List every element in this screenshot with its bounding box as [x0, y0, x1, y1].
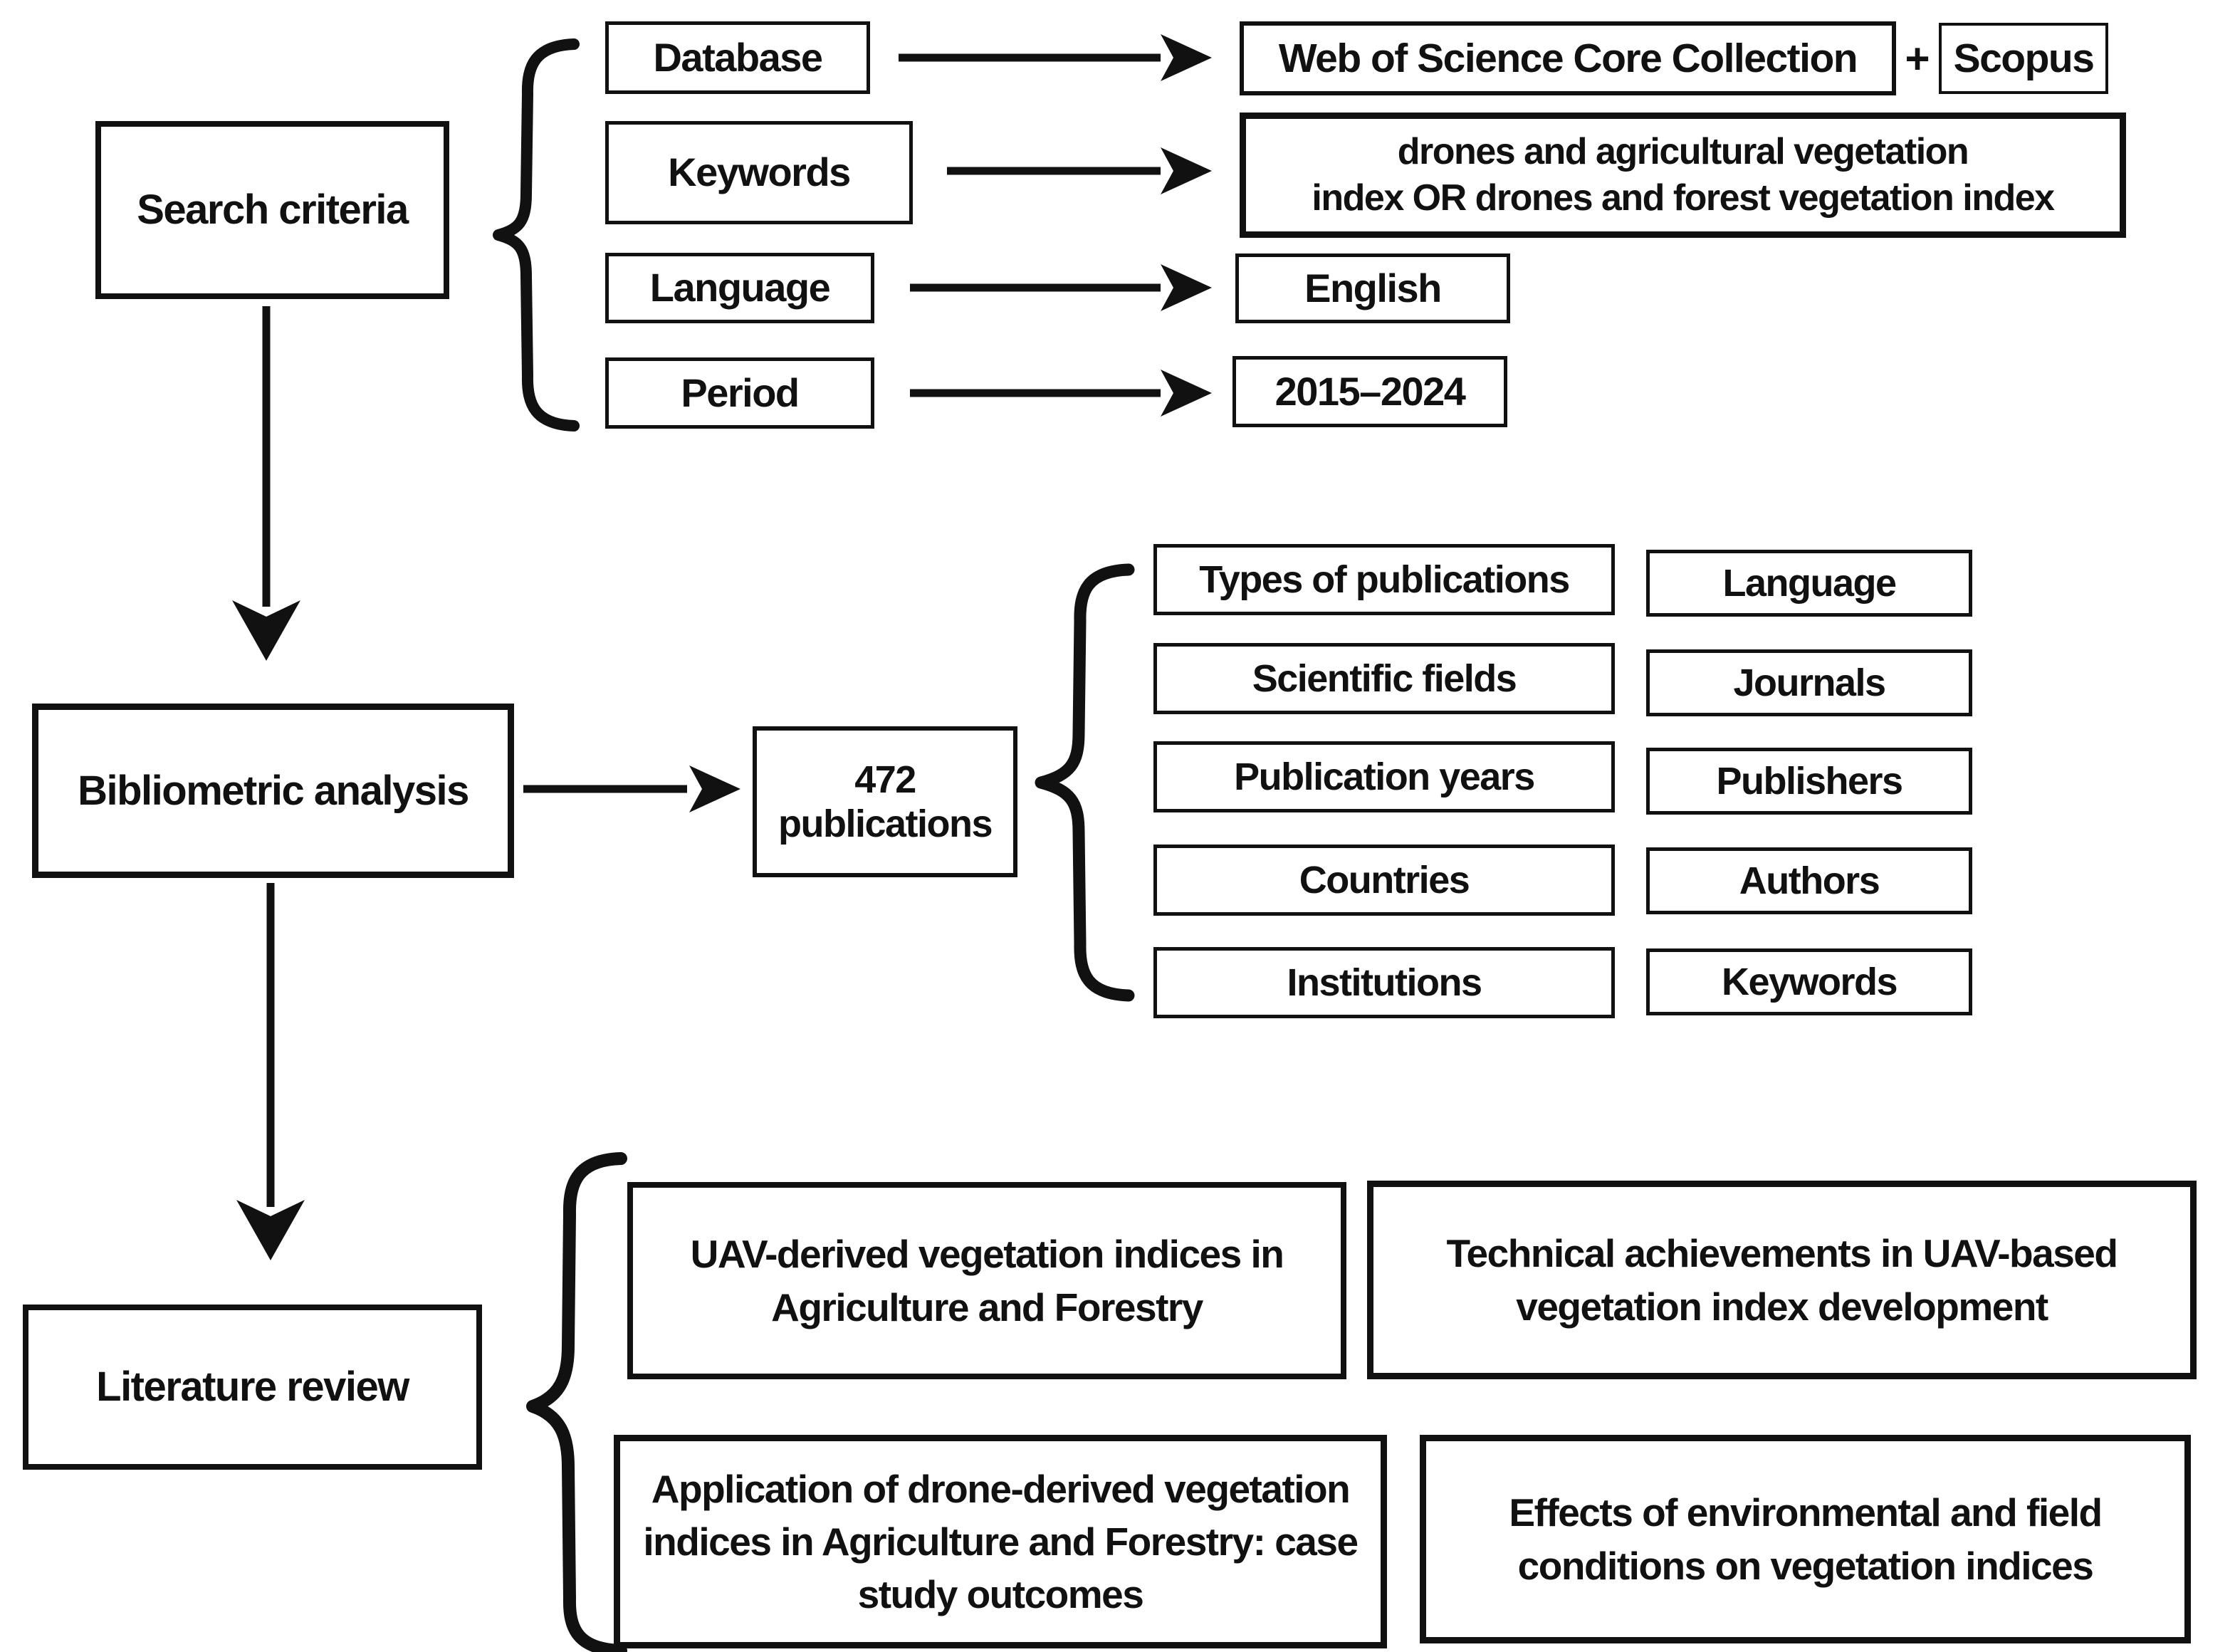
search-criteria-box: Search criteria [95, 121, 449, 299]
language-label: Language [649, 265, 831, 310]
web-of-science-label: Web of Science Core Collection [1278, 35, 1858, 81]
search-criteria-brace [493, 38, 580, 432]
aspect-types-of-publications-box: Types of publications [1153, 544, 1615, 615]
topic-uav-derived-indices-box: UAV-derived vegetation indices in Agricu… [627, 1182, 1346, 1379]
keywords-value-line1: drones and agricultural vegetation [1397, 131, 1969, 172]
aspect-scientific-fields-box: Scientific fields [1153, 643, 1615, 714]
arrow-language [910, 264, 1212, 311]
aspect-publishers-box: Publishers [1646, 748, 1972, 815]
aspect-countries-box: Countries [1153, 845, 1615, 916]
topic-line: study outcomes [857, 1572, 1144, 1617]
aspect-publication-years-box: Publication years [1153, 741, 1615, 812]
arrow-period [910, 370, 1212, 417]
aspect-label: Publication years [1234, 755, 1535, 798]
arrow-database [899, 34, 1212, 81]
aspect-label: Types of publications [1199, 558, 1570, 601]
bibliometric-analysis-box: Bibliometric analysis [32, 704, 514, 878]
search-criteria-label: Search criteria [137, 187, 409, 234]
arrow-bibliometric-to-literature [236, 883, 305, 1260]
arrow-keywords [947, 147, 1212, 194]
topic-line: UAV-derived vegetation indices in [690, 1232, 1284, 1277]
publications-count-box: 472 publications [753, 726, 1017, 877]
literature-review-box: Literature review [23, 1305, 482, 1470]
topic-line: vegetation index development [1516, 1284, 2048, 1329]
topic-line: indices in Agriculture and Forestry: cas… [643, 1519, 1359, 1564]
scopus-label: Scopus [1953, 35, 2095, 81]
aspect-label: Countries [1299, 858, 1470, 901]
keywords-label: Keywords [668, 150, 851, 195]
topic-environmental-effects-box: Effects of environmental and field condi… [1420, 1435, 2191, 1643]
keywords-value-box: drones and agricultural vegetation index… [1240, 113, 2126, 238]
database-label-box: Database [605, 21, 870, 94]
scopus-box: Scopus [1939, 23, 2108, 94]
aspect-language-box: Language [1646, 550, 1972, 617]
aspect-label: Keywords [1721, 960, 1898, 1003]
arrow-bibliometric-to-publications [523, 765, 740, 812]
period-label: Period [681, 370, 800, 415]
topic-application-case-studies-box: Application of drone-derived vegetation … [614, 1435, 1387, 1648]
bibliometric-analysis-label: Bibliometric analysis [78, 767, 469, 814]
web-of-science-box: Web of Science Core Collection [1240, 21, 1896, 95]
aspect-authors-box: Authors [1646, 847, 1972, 914]
literature-review-label: Literature review [96, 1364, 409, 1411]
publications-count-line1: 472 [854, 758, 916, 801]
aspect-journals-box: Journals [1646, 649, 1972, 716]
aspect-institutions-box: Institutions [1153, 947, 1615, 1018]
literature-brace [526, 1152, 627, 1652]
aspect-keywords-box: Keywords [1646, 948, 1972, 1015]
topic-line: conditions on vegetation indices [1517, 1543, 2094, 1588]
period-value: 2015–2024 [1274, 368, 1466, 414]
aspect-label: Journals [1733, 661, 1886, 704]
topic-line: Technical achievements in UAV-based [1446, 1231, 2118, 1276]
plus-sign: + [1905, 34, 1930, 83]
publications-count-line2: publications [778, 803, 993, 845]
arrow-search-to-bibliometric [232, 306, 300, 661]
topic-line: Effects of environmental and field [1509, 1490, 2103, 1535]
keywords-value-line2: index OR drones and forest vegetation in… [1312, 177, 2055, 219]
language-value: English [1304, 265, 1442, 310]
topic-line: Agriculture and Forestry [771, 1285, 1203, 1329]
aspect-label: Language [1722, 561, 1897, 605]
period-value-box: 2015–2024 [1232, 356, 1507, 427]
database-label: Database [653, 34, 823, 80]
publications-brace [1035, 563, 1135, 1002]
topic-technical-achievements-box: Technical achievements in UAV-based vege… [1367, 1181, 2197, 1379]
language-value-box: English [1235, 253, 1510, 323]
language-label-box: Language [605, 253, 874, 323]
period-label-box: Period [605, 357, 874, 429]
topic-line: Application of drone-derived vegetation [651, 1466, 1351, 1511]
aspect-label: Authors [1739, 859, 1880, 902]
aspect-label: Publishers [1716, 759, 1903, 803]
aspect-label: Institutions [1287, 961, 1482, 1004]
keywords-label-box: Keywords [605, 121, 913, 224]
aspect-label: Scientific fields [1252, 657, 1517, 700]
